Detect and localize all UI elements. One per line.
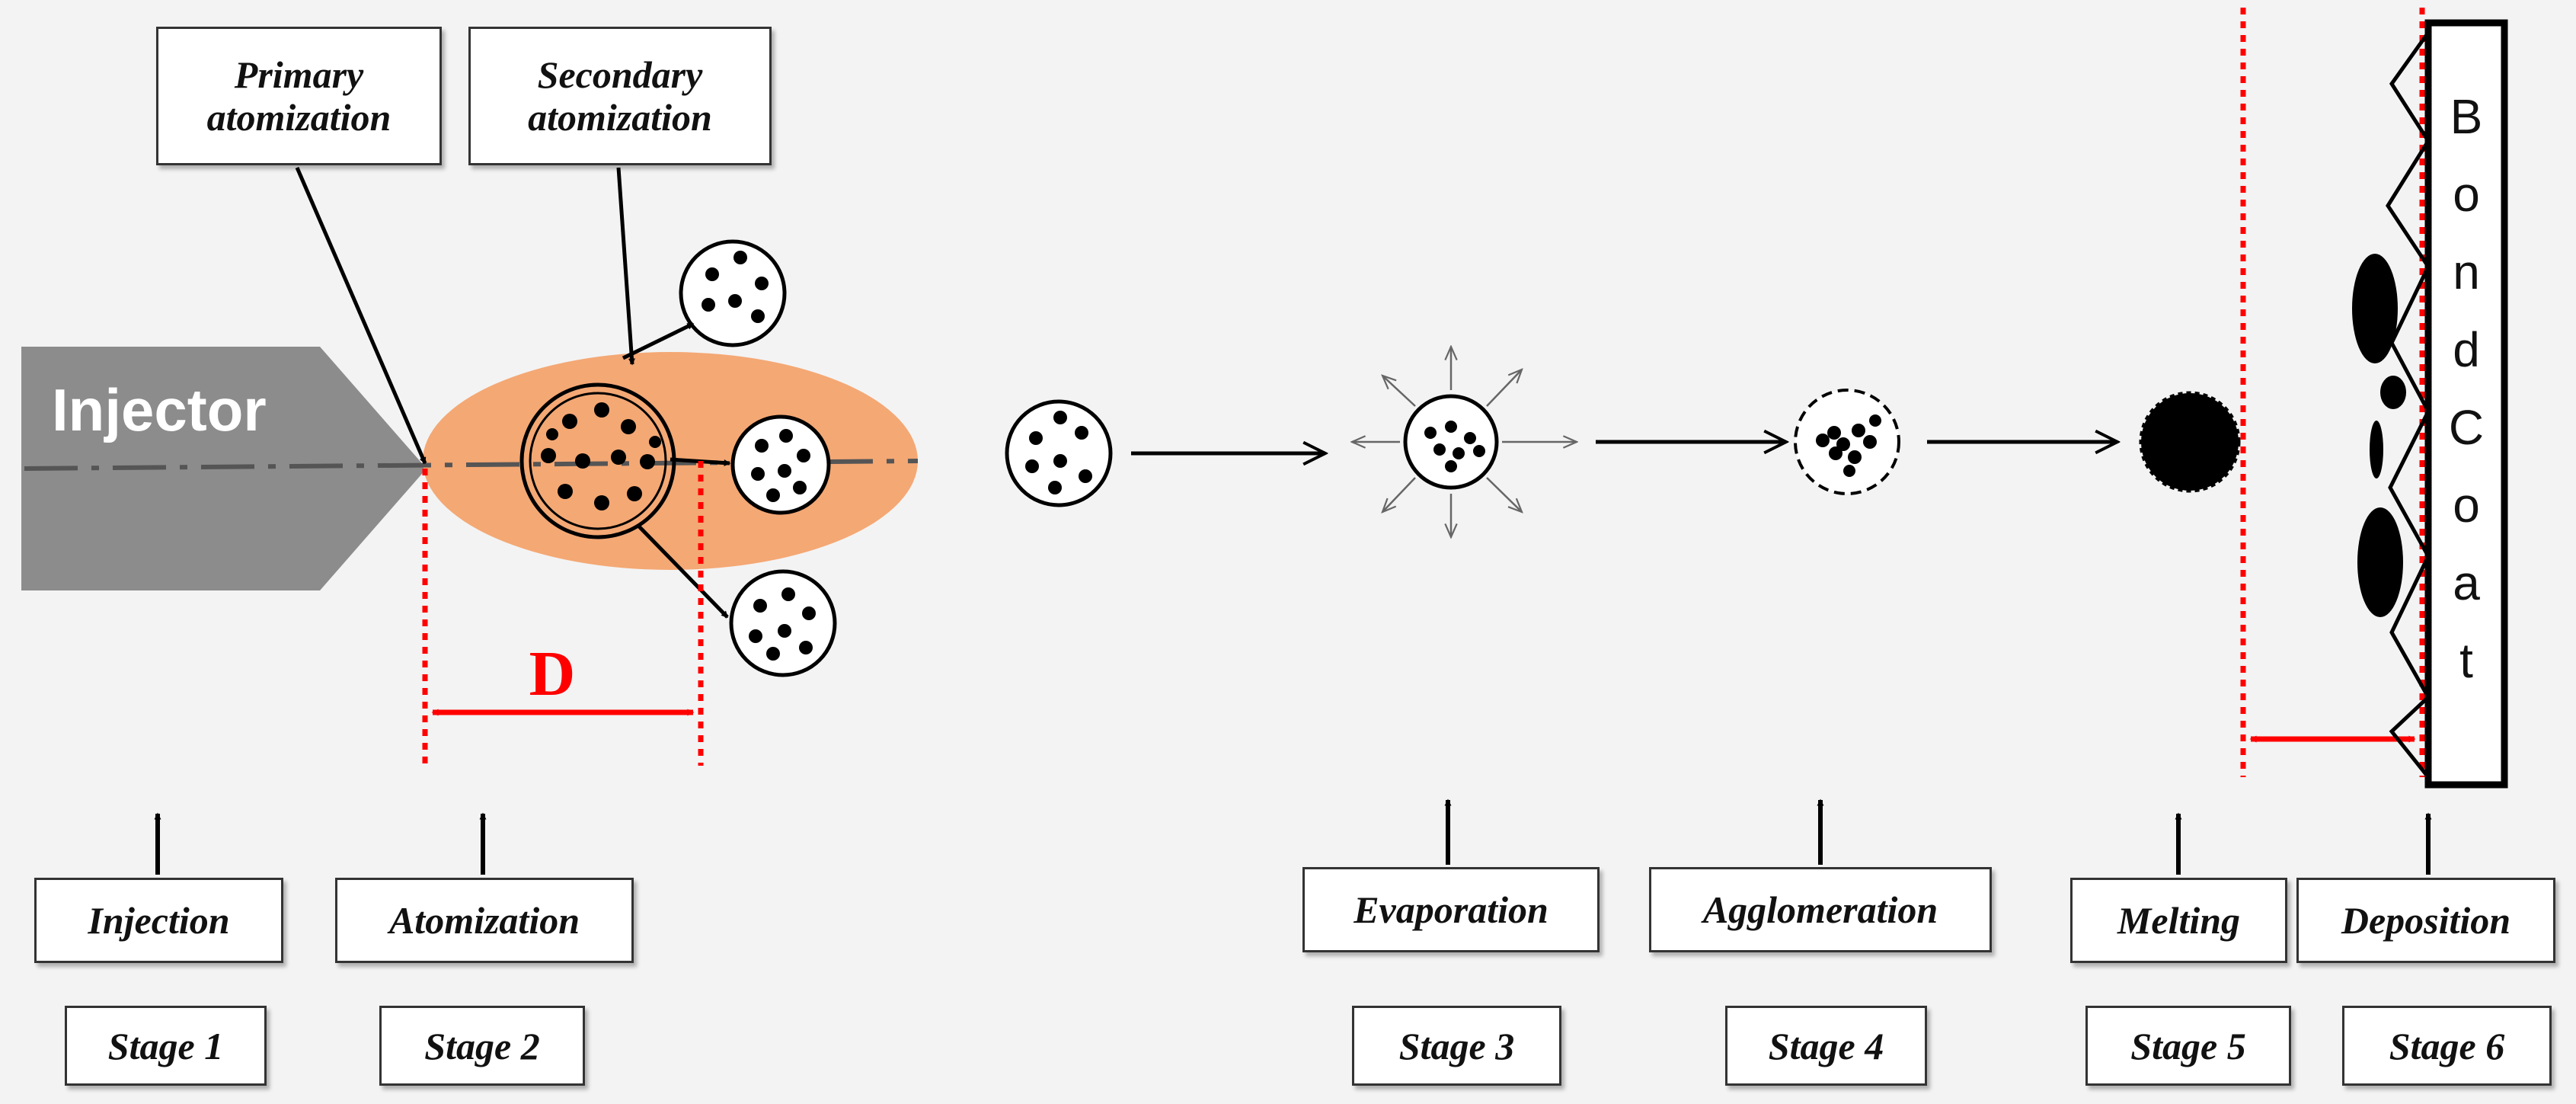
secondary-droplet-right [730, 414, 831, 515]
primary-atomization-pointer [295, 167, 427, 465]
stage-box-1: Stage 1 [65, 1006, 267, 1086]
molten-particle [2139, 391, 2241, 493]
bondcoat-letter: a [2453, 555, 2480, 610]
process-box-atomization: Atomization [335, 878, 634, 963]
stage-box-4: Stage 4 [1725, 1006, 1927, 1086]
deposited-splats [2352, 254, 2406, 617]
process-box-agglomeration: Agglomeration [1649, 867, 1992, 952]
bondcoat-letter: o [2453, 167, 2480, 222]
process-label: Injection [88, 899, 230, 942]
secondary-droplet-bottom-particles [749, 587, 816, 661]
evaporating-droplet-particles [1424, 421, 1485, 472]
process-box-evaporation: Evaporation [1302, 867, 1600, 952]
primary-droplet-particles [541, 402, 661, 510]
stage-pointer-arrows [154, 798, 2432, 875]
stage-label: Stage 3 [1398, 1024, 1515, 1067]
bondcoat-letter: n [2453, 245, 2480, 299]
evaporation-vapor-arrows [1352, 347, 1577, 537]
process-box-injection: Injection [34, 878, 283, 963]
evaporating-droplet [1403, 394, 1499, 490]
flight-droplet-particles [1025, 411, 1092, 494]
secondary-atomization-line1: Secondary [537, 53, 703, 96]
arrow-to-bottom-droplet [637, 524, 729, 619]
process-label: Melting [2117, 899, 2241, 942]
stage-box-3: Stage 3 [1352, 1006, 1561, 1086]
bondcoat-letter: B [2450, 89, 2483, 144]
bondcoat-letter: d [2453, 322, 2480, 377]
primary-atomization-box: Primary atomization [156, 27, 442, 165]
process-label: Evaporation [1354, 888, 1548, 931]
stage-label: Stage 4 [1768, 1024, 1884, 1067]
secondary-droplet-top [679, 239, 787, 347]
bondcoat-substrate [2424, 19, 2508, 789]
agglomerating-droplet-particles [1816, 414, 1881, 477]
secondary-atomization-pointer [616, 167, 635, 366]
secondary-atomization-box: Secondary atomization [468, 27, 772, 165]
bondcoat-letter: o [2453, 478, 2480, 533]
arrow-to-top-droplet [622, 322, 695, 360]
secondary-droplet-bottom [729, 569, 837, 677]
distance-label: D [529, 638, 576, 709]
bondcoat-letter: t [2459, 633, 2473, 688]
secondary-droplet-right-particles [751, 429, 810, 502]
primary-droplet-inner [529, 392, 667, 530]
primary-atomization-line2: atomization [206, 96, 392, 139]
secondary-atomization-line2: atomization [528, 96, 712, 139]
process-label: Atomization [388, 899, 580, 942]
process-label: Deposition [2341, 899, 2511, 942]
stage-label: Stage 1 [107, 1024, 224, 1067]
bondcoat-letter: C [2449, 400, 2484, 455]
stage-label: Stage 2 [424, 1024, 540, 1067]
process-label: Agglomeration [1702, 888, 1938, 931]
secondary-droplet-top-particles [702, 251, 769, 323]
stage-box-5: Stage 5 [2085, 1006, 2291, 1086]
process-box-deposition: Deposition [2296, 878, 2555, 963]
bondcoat-label: B o n d C o a t [2449, 89, 2484, 688]
stage-label: Stage 5 [2130, 1024, 2246, 1067]
stage-box-2: Stage 2 [379, 1006, 585, 1086]
stage-box-6: Stage 6 [2342, 1006, 2552, 1086]
injector-label: Injector [52, 376, 267, 443]
primary-atomization-line1: Primary [234, 53, 364, 96]
stage-label: Stage 6 [2389, 1024, 2505, 1067]
process-box-melting: Melting [2070, 878, 2287, 963]
